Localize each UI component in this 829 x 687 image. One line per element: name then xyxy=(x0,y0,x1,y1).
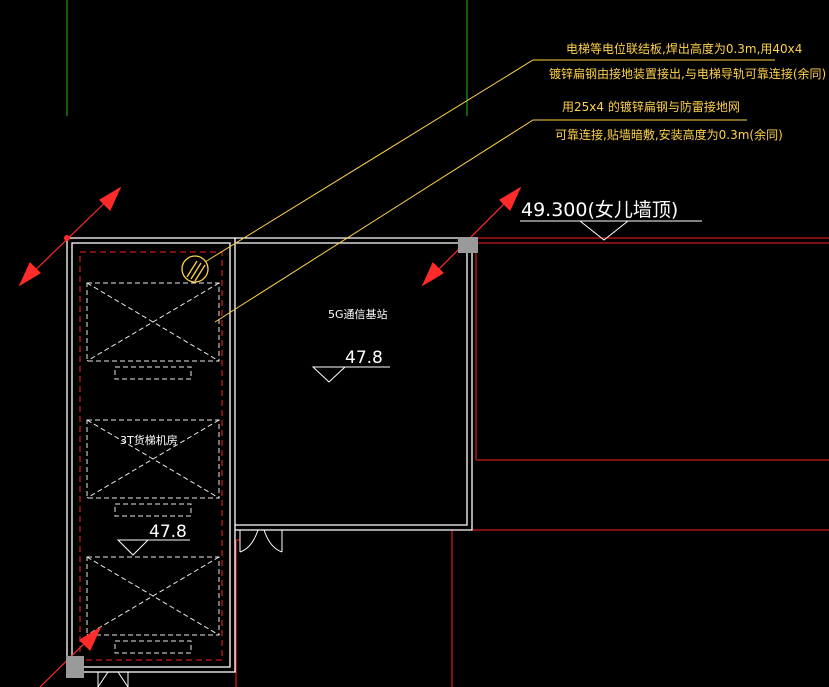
ground-ring-dashed xyxy=(79,251,223,661)
section-arrow-top-right xyxy=(421,186,522,287)
note-line-4: 可靠连接,贴墙暗敷,安装高度为0.3m(余同) xyxy=(555,127,783,142)
red-outline xyxy=(235,237,829,687)
elevator-shaft-2 xyxy=(86,419,220,517)
door-elevator-room xyxy=(97,671,129,687)
leader-line-1 xyxy=(204,59,775,263)
elevator-room-label: 3T货梯机房 xyxy=(120,433,178,447)
column-bottom-left xyxy=(66,656,84,678)
elevator-room-outer-wall xyxy=(66,237,236,673)
elevator-shaft-3 xyxy=(86,556,220,654)
elevation-mark-5g: 47.8 xyxy=(311,348,390,383)
elevation-top-label: 49.300(女儿墙顶) xyxy=(521,199,678,221)
room-5g-walls xyxy=(235,237,473,531)
elevator-shaft-1 xyxy=(86,282,220,380)
note-line-3: 用25x4 的镀锌扁钢与防雷接地网 xyxy=(562,99,740,114)
elevator-room-elevation: 47.8 xyxy=(149,522,187,542)
note-line-1: 电梯等电位联结板,焊出高度为0.3m,用40x4 xyxy=(566,41,802,56)
elevation-mark-top: 49.300(女儿墙顶) xyxy=(520,199,702,241)
column-markers xyxy=(66,237,478,678)
room-5g-outer-wall xyxy=(235,237,473,531)
elevator-room-inner-wall xyxy=(71,242,231,668)
elevator-room-walls xyxy=(66,237,236,673)
grid-lines xyxy=(66,0,468,116)
elevation-mark-elevator: 47.8 xyxy=(116,522,190,556)
leader-lines xyxy=(204,59,775,323)
door-5g-room xyxy=(239,529,283,553)
bonding-board-icon[interactable] xyxy=(181,255,209,283)
note-line-2: 镀锌扁钢由接地装置接出,与电梯导轨可靠连接(余同) xyxy=(549,66,826,81)
room-5g-label: 5G通信基站 xyxy=(328,307,388,321)
section-arrow-top-left xyxy=(18,186,122,287)
room-5g-elevation: 47.8 xyxy=(345,348,383,368)
elevator-shafts xyxy=(86,282,220,654)
corner-marker xyxy=(64,235,70,241)
room-5g-inner-wall xyxy=(235,242,468,526)
leader-line-2 xyxy=(214,119,747,323)
column-top-right xyxy=(458,237,478,253)
